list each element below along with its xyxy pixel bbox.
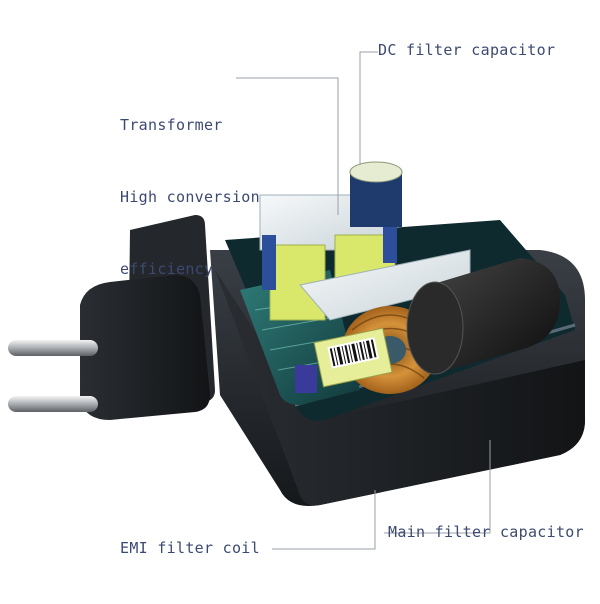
main-filter-capacitor-label: Main filter capacitor bbox=[388, 523, 584, 541]
component-with-barcode bbox=[313, 327, 393, 388]
eu-plug-pins-icon bbox=[8, 340, 98, 412]
main-filter-capacitor bbox=[406, 258, 560, 375]
leader-main-capacitor bbox=[384, 440, 491, 534]
leader-emi-coil bbox=[272, 490, 376, 550]
pcb-chip bbox=[295, 365, 317, 393]
main-capacitor-body bbox=[430, 258, 560, 372]
plug-pin-bottom bbox=[8, 396, 98, 412]
transformer-label-line1: Transformer bbox=[120, 116, 223, 134]
leader-transformer bbox=[236, 77, 339, 215]
barcode-icon bbox=[327, 337, 379, 369]
transformer-winding-right bbox=[383, 218, 397, 263]
transformer-label-line2: High conversion bbox=[120, 188, 260, 206]
transformer-label: Transformer High conversion efficiency bbox=[120, 65, 260, 329]
emi-filter-coil-label: EMI filter coil bbox=[120, 539, 260, 557]
plug-face bbox=[80, 275, 210, 420]
dc-filter-capacitor bbox=[349, 161, 403, 227]
main-capacitor-end bbox=[406, 281, 464, 375]
leader-lines bbox=[236, 51, 491, 550]
leader-dc-capacitor bbox=[359, 51, 378, 165]
housing-front-face bbox=[215, 270, 585, 506]
plug-pin-top bbox=[8, 340, 98, 356]
transformer-winding-left bbox=[262, 235, 276, 290]
dc-filter-capacitor-label: DC filter capacitor bbox=[378, 41, 556, 59]
eu-plug bbox=[8, 215, 215, 420]
dc-capacitor-top bbox=[349, 161, 403, 183]
transformer-label-line3: efficiency bbox=[120, 260, 214, 278]
